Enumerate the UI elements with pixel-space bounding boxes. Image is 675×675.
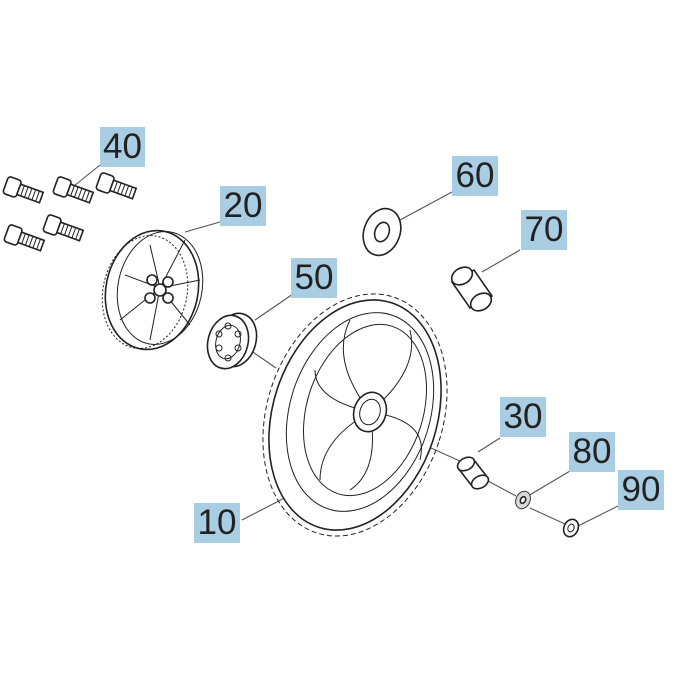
hub-cap (101, 229, 204, 351)
bolt (52, 176, 95, 204)
leader-40 (73, 164, 101, 187)
leader-50 (254, 293, 294, 321)
bolt (2, 176, 45, 204)
leader-90b (529, 507, 566, 525)
callout-30: 30 (500, 397, 546, 437)
callout-20: 20 (220, 186, 266, 226)
leader-20 (184, 221, 221, 233)
leader-80b (487, 480, 517, 497)
callout-40: 40 (100, 127, 145, 167)
leader-90 (577, 505, 619, 527)
bushing (450, 266, 494, 312)
callout-70: 70 (521, 210, 567, 250)
callout-90: 90 (618, 470, 664, 510)
callout-60: 60 (452, 156, 498, 196)
retaining-clip (562, 518, 580, 538)
wheel (262, 293, 448, 537)
bearing (206, 312, 258, 370)
leader-60 (399, 191, 453, 221)
washer-large (362, 207, 402, 257)
spacer (456, 456, 490, 490)
leader-50b (249, 349, 277, 369)
callout-50: 50 (291, 258, 337, 298)
bolt (42, 214, 85, 242)
bolts-group (2, 172, 138, 252)
callout-80: 80 (569, 432, 615, 472)
leader-30 (477, 437, 501, 453)
washer-small (515, 490, 531, 510)
bolt (95, 172, 138, 200)
bolt (3, 224, 46, 252)
leader-70 (481, 249, 521, 273)
leader-80 (527, 470, 571, 497)
callout-10: 10 (194, 503, 240, 543)
